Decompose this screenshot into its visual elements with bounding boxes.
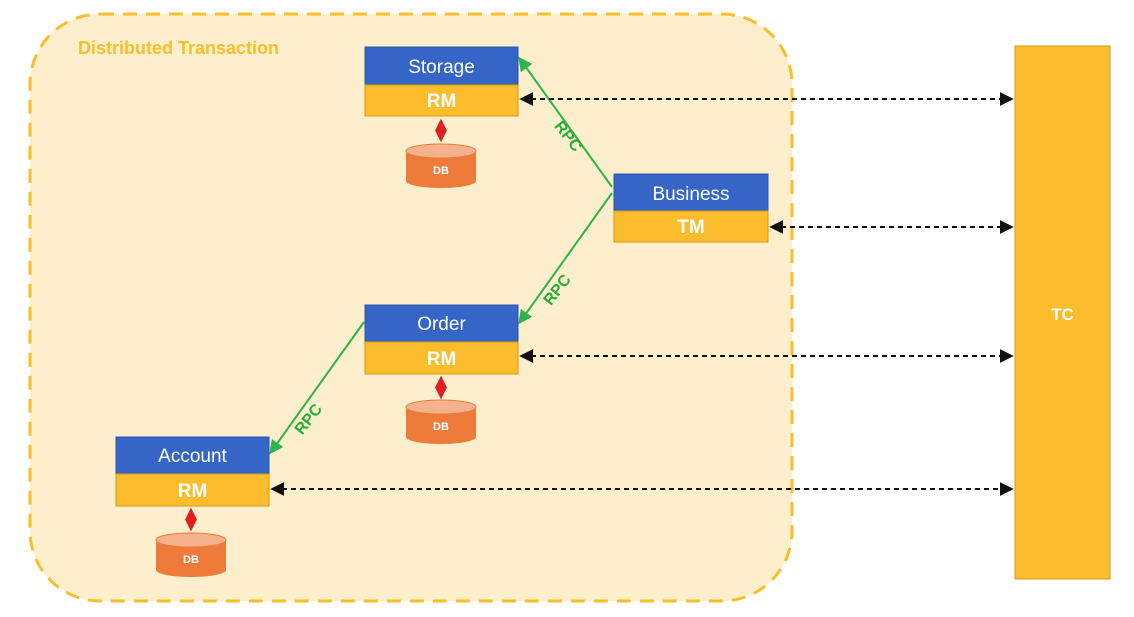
business-title: Business	[652, 184, 729, 205]
account-role: RM	[178, 481, 208, 502]
db-label: DB	[433, 165, 449, 177]
storage-db: DB	[405, 143, 477, 188]
account-role-box	[115, 473, 270, 507]
storage-node: Storage RM	[364, 46, 519, 117]
storage-role-box	[364, 84, 519, 117]
business-role: TM	[677, 217, 704, 238]
business-node: Business TM	[613, 173, 769, 243]
order-role-box	[364, 341, 519, 375]
account-db: DB	[155, 532, 227, 577]
tc-label: TC	[1051, 305, 1074, 324]
order-title: Order	[417, 314, 466, 335]
storage-title-box	[364, 46, 519, 86]
account-title: Account	[158, 446, 227, 467]
storage-title: Storage	[408, 57, 475, 78]
region-label: Distributed Transaction	[78, 38, 279, 58]
order-db: DB	[405, 399, 477, 444]
account-node: Account RM	[115, 436, 270, 507]
rpc-line-order-account	[269, 321, 365, 455]
business-role-box	[613, 210, 769, 243]
order-role: RM	[427, 349, 457, 370]
rpc-line-business-order	[518, 192, 613, 325]
rpc-line-business-storage	[518, 56, 613, 188]
db-label: DB	[433, 421, 449, 433]
storage-role: RM	[427, 91, 457, 112]
db-label: DB	[183, 554, 199, 566]
tc-box	[1014, 45, 1111, 580]
account-title-box	[115, 436, 270, 475]
order-title-box	[364, 304, 519, 343]
order-node: Order RM	[364, 304, 519, 375]
